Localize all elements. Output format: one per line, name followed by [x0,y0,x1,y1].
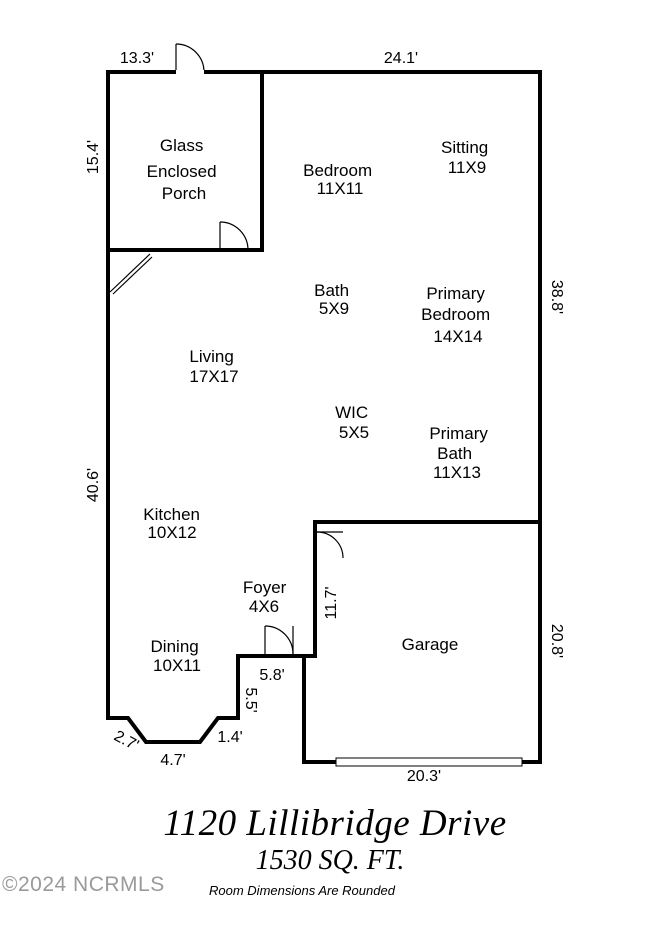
porch-wall [108,72,264,252]
room-foyer: Foyer 4X6 [243,578,291,616]
porch-inner-door [219,221,249,251]
address-title: 1120 Lillibridge Drive [163,803,507,844]
porch-entry-door [175,43,205,74]
dim-foyer-width: 5.8' [259,667,284,684]
dim-porch-depth: 15.4' [85,140,102,174]
sliding-door [109,253,153,295]
dim-left-depth: 40.6' [85,468,102,502]
watermark: ©2024 NCRMLS [2,873,165,896]
room-bath: Bath 5X9 [314,281,354,318]
square-footage: 1530 SQ. FT. [255,845,405,876]
room-kitchen: Kitchen 10X12 [143,505,204,542]
dim-foyer-depth: 5.5' [242,687,259,712]
dim-porch-width: 13.3' [120,50,154,67]
room-primary-bedroom: Primary Bedroom 14X14 [421,284,495,346]
dim-bay-side-right: 1.4' [217,729,242,746]
room-living: Living 17X17 [189,347,238,386]
room-wic: WIC 5X5 [335,403,373,442]
room-garage: Garage [402,635,459,654]
rounding-note: Room Dimensions Are Rounded [209,883,395,898]
dim-garage-depth: 20.8' [548,624,565,658]
room-sitting: Sitting 11X9 [441,138,493,177]
room-bedroom: Bedroom 11X11 [303,161,377,198]
dim-garage-width: 20.3' [407,768,441,785]
room-dining: Dining 10X11 [151,637,204,675]
exterior-wall [106,70,542,764]
garage-door [335,757,523,767]
dim-top-width: 24.1' [384,50,418,67]
room-primary-bath: Primary Bath 11X13 [429,424,492,482]
dim-garage-inner: 11.7' [323,586,340,619]
dim-bay-front: 4.7' [160,752,185,769]
dim-right-depth: 38.8' [548,280,565,314]
foyer-door [264,625,294,656]
garage-entry-door [314,531,344,560]
room-porch: Glass Enclosed Porch [147,136,222,203]
garage-wall [304,520,540,658]
